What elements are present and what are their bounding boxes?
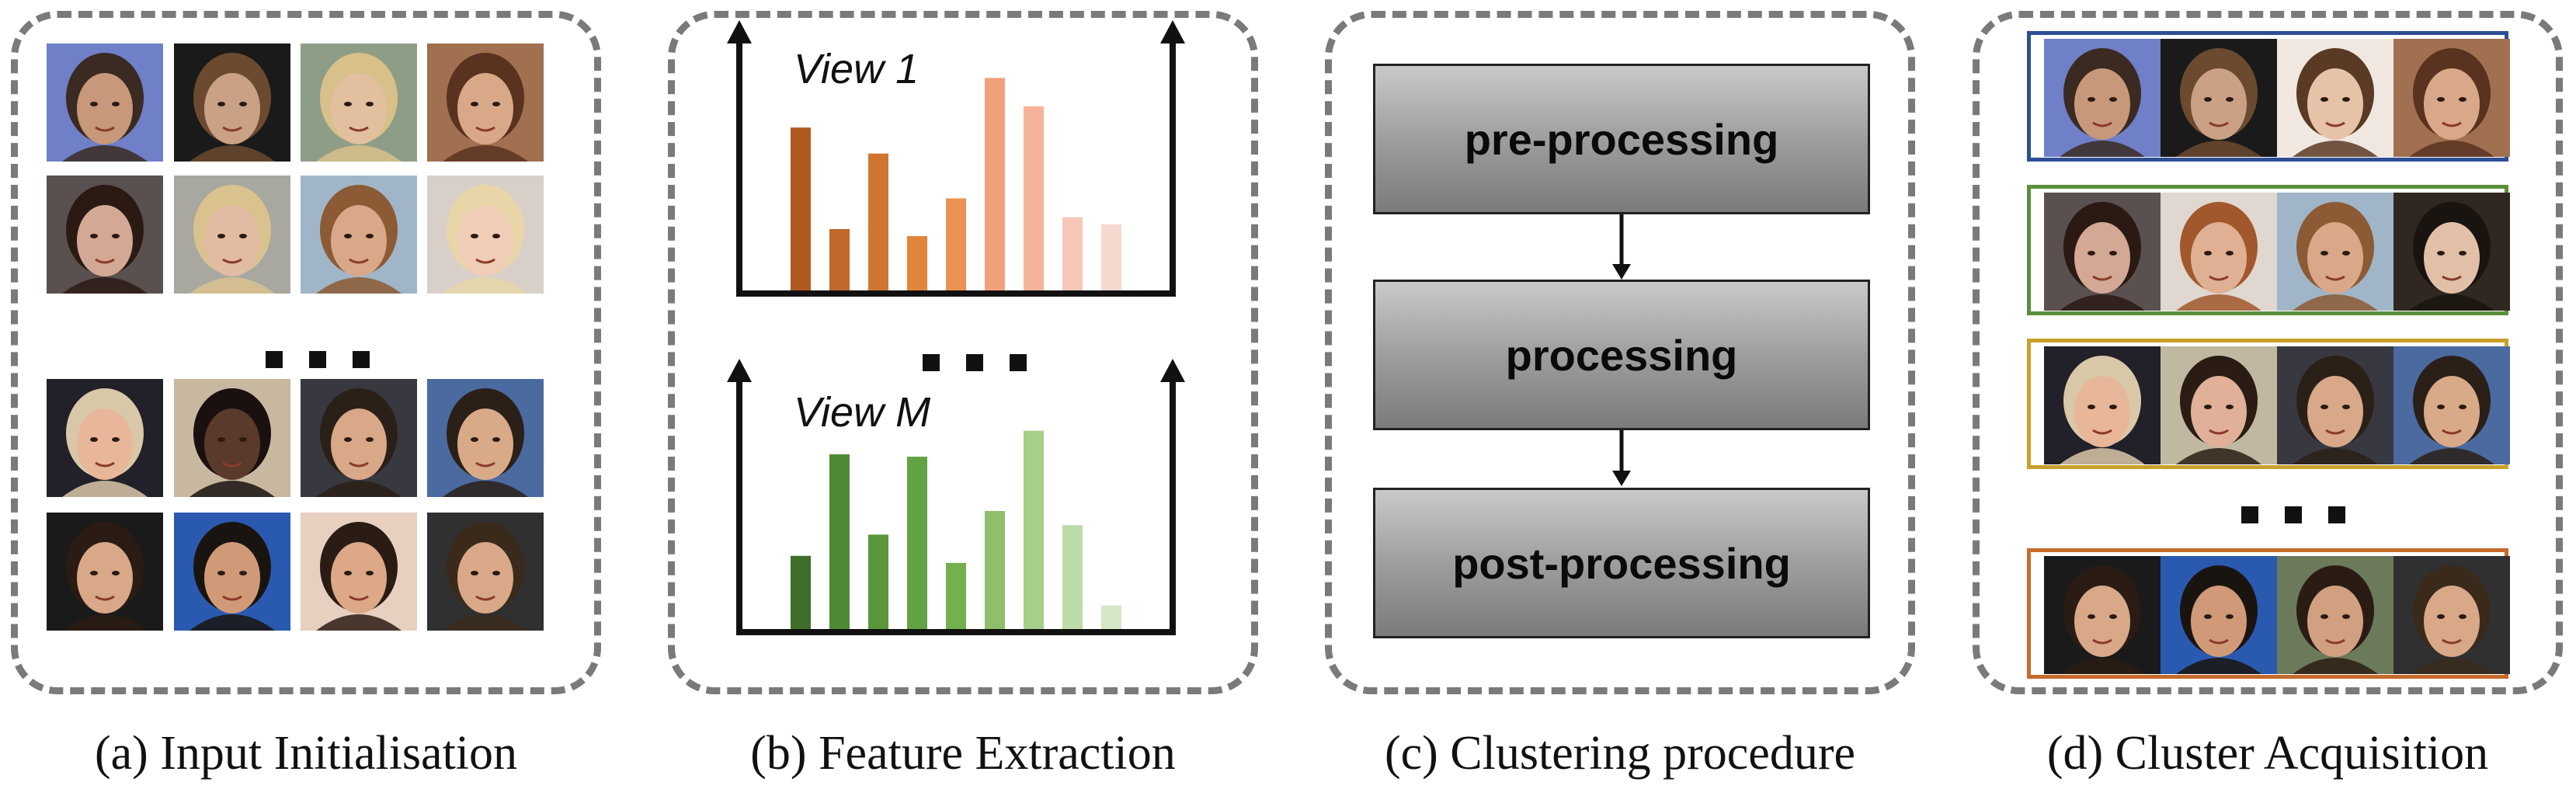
cluster-face-photo <box>2277 193 2393 311</box>
cluster-face-photo <box>2393 346 2510 464</box>
cluster-face-photo <box>2044 39 2161 157</box>
input-face-photo <box>427 43 544 162</box>
caption-clustering-procedure: (c) Clustering procedure <box>1385 727 1855 780</box>
ellipsis-b <box>923 354 1027 371</box>
view-1-bar <box>1062 217 1083 290</box>
ellipsis-d <box>2241 506 2345 523</box>
cluster-face-photo <box>2161 556 2277 674</box>
cluster-face-photo <box>2393 39 2510 157</box>
cluster-face-photo <box>2277 39 2393 157</box>
view-m-bar <box>1024 430 1044 629</box>
view-m-label: View M <box>794 389 931 436</box>
input-face-photo <box>174 379 290 497</box>
cluster-face-photo <box>2044 556 2161 674</box>
view-1-bar <box>868 153 888 290</box>
cluster-face-photo <box>2277 346 2393 464</box>
view-m-bar <box>829 454 850 629</box>
view-m-bar <box>868 534 888 629</box>
ellipsis-a <box>266 351 370 368</box>
view-1-bar <box>1024 106 1044 290</box>
input-face-photo <box>47 513 163 631</box>
view-1-bar <box>829 228 850 290</box>
cluster-face-photo <box>2161 193 2277 311</box>
clustering-panel <box>1325 11 1915 694</box>
view-m-bar <box>985 511 1005 629</box>
input-face-photo <box>47 379 163 497</box>
input-initialisation-panel <box>11 11 601 694</box>
view-m-bar <box>1062 525 1083 629</box>
view-1-left-arrowhead <box>727 20 752 43</box>
view-m-left-arrowhead <box>727 359 752 382</box>
view-1-bar <box>791 127 811 290</box>
cluster-acquisition-panel <box>1973 11 2563 694</box>
input-face-photo <box>47 43 163 162</box>
input-face-photo <box>427 379 544 497</box>
cluster-face-photo <box>2161 346 2277 464</box>
arrow-head-2 <box>1612 471 1631 486</box>
input-face-photo <box>427 513 544 631</box>
input-face-photo <box>174 43 290 162</box>
input-face-photo <box>301 513 417 631</box>
feature-extraction-panel <box>668 11 1258 694</box>
input-face-photo <box>301 176 417 294</box>
view-1-bar <box>907 236 927 290</box>
cluster-face-photo <box>2044 346 2161 464</box>
input-face-photo <box>301 379 417 497</box>
input-face-photo <box>47 176 163 294</box>
view-m-bar <box>791 555 811 629</box>
cluster-face-photo <box>2393 556 2510 674</box>
pre-processing-box: pre-processing <box>1373 64 1870 214</box>
caption-input-initialisation: (a) Input Initialisation <box>94 727 518 780</box>
cluster-face-photo <box>2277 556 2393 674</box>
arrow-head-1 <box>1612 264 1631 280</box>
cluster-face-photo <box>2044 193 2161 311</box>
feature-extraction-charts <box>727 20 1185 635</box>
flow-arrows <box>1612 214 1631 486</box>
view-m-right-arrowhead <box>1160 359 1185 382</box>
view-1-bar <box>985 78 1005 291</box>
view-m-bar <box>1101 605 1121 629</box>
view-1-bar <box>1101 224 1121 290</box>
processing-box: processing <box>1373 280 1870 430</box>
view-m-bar <box>946 562 966 629</box>
input-face-photo <box>301 43 417 162</box>
cluster-face-photo <box>2393 193 2510 311</box>
view-1-right-arrowhead <box>1160 20 1185 43</box>
view-1-bar <box>946 198 966 290</box>
input-face-photo <box>174 176 290 294</box>
view-1-label: View 1 <box>794 46 920 92</box>
input-face-photo <box>174 513 290 631</box>
caption-cluster-acquisition: (d) Cluster Acquisition <box>2046 727 2489 780</box>
input-face-photo <box>427 176 544 294</box>
caption-feature-extraction: (b) Feature Extraction <box>750 727 1176 780</box>
post-processing-box: post-processing <box>1373 488 1870 638</box>
cluster-face-photo <box>2161 39 2277 157</box>
view-m-bar <box>907 457 927 629</box>
